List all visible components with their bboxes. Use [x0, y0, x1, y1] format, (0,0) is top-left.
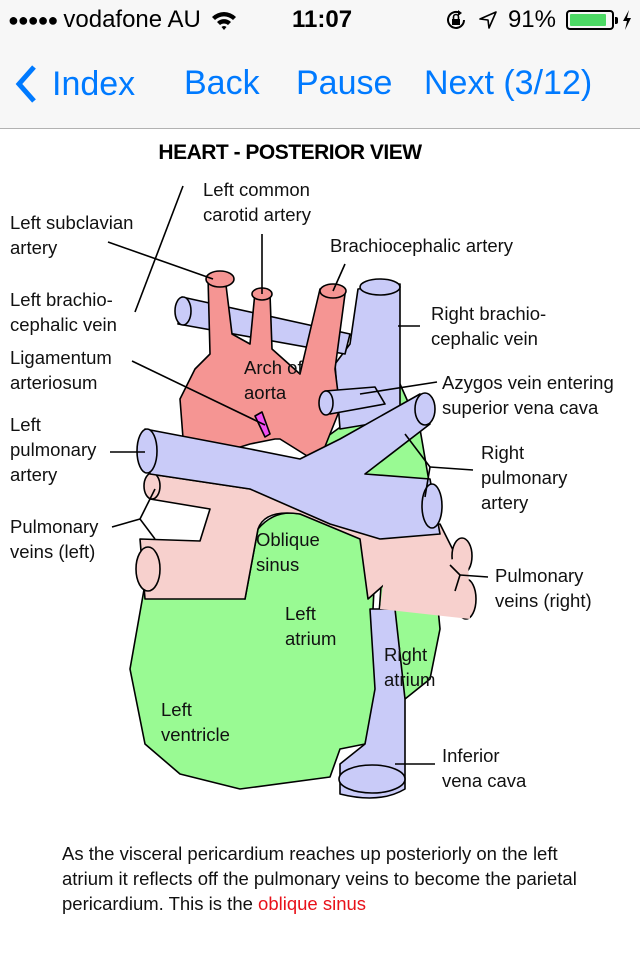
caption-highlight: oblique sinus: [258, 893, 367, 914]
aorta-shape: [179, 276, 346, 465]
wifi-icon: [211, 12, 236, 30]
label-brachiocephalic-artery: Brachiocephalic artery: [330, 235, 514, 256]
clock: 11:07: [292, 6, 353, 33]
pulmonary-artery-shape: [144, 393, 441, 540]
chevron-left-icon: [15, 65, 36, 103]
battery-icon: [566, 10, 618, 30]
leader-lines: [107, 185, 489, 765]
next-button[interactable]: Next (3/12): [424, 64, 593, 102]
diagram-title: HEART - POSTERIOR VIEW: [158, 141, 422, 164]
index-button[interactable]: Index: [14, 64, 135, 104]
battery-level: [570, 14, 607, 26]
heart-diagram: [107, 185, 489, 799]
battery-percent: 91%: [507, 6, 556, 33]
caption-body: As the visceral pericardium reaches up p…: [62, 843, 577, 914]
status-bar: ●●●●● vodafone AU 11:07 91%: [0, 0, 640, 40]
navigation-bar: Index Back Pause Next (3/12): [0, 40, 640, 129]
inferior-vena-cava-shape: [339, 608, 406, 799]
rotation-lock-icon: [446, 10, 465, 29]
back-button[interactable]: Back: [184, 64, 260, 102]
index-label: Index: [52, 64, 136, 103]
location-arrow-icon: [479, 11, 497, 29]
slide-content: HEART - POSTERIOR VIEW: [0, 129, 640, 960]
label-left-brachiocephalic-vein: Left brachio-cephalic vein: [10, 289, 117, 335]
caption-text: As the visceral pericardium reaches up p…: [62, 841, 582, 916]
label-right-brachiocephalic-vein: Right brachio-cephalic vein: [431, 303, 547, 349]
carrier-name: vodafone AU: [63, 6, 201, 33]
pause-button[interactable]: Pause: [296, 64, 393, 102]
signal-strength-icon: ●●●●●: [8, 9, 58, 30]
lightning-icon: [623, 10, 631, 30]
